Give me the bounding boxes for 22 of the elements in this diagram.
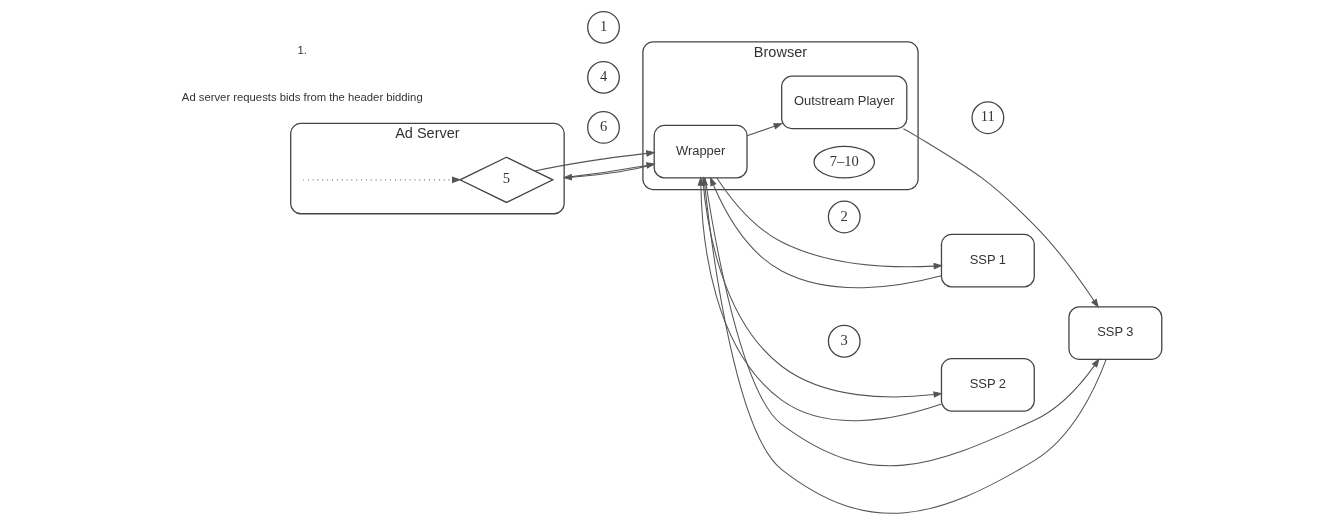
node-circle: 1 xyxy=(586,10,620,44)
label: 1. xyxy=(297,43,307,56)
node-circle: 2 xyxy=(827,200,861,234)
arrow xyxy=(715,177,943,270)
arrow xyxy=(302,176,461,184)
arrow xyxy=(709,176,942,289)
node-ellipse: 7–10 xyxy=(812,145,875,179)
node-diamond: 5 xyxy=(458,156,554,204)
node-circle: 11 xyxy=(970,101,1004,135)
node-box: Wrapper xyxy=(653,124,748,179)
node-circle: 3 xyxy=(827,324,861,358)
node-circle: 4 xyxy=(586,60,620,94)
node-box: SSP 2 xyxy=(940,357,1035,412)
arrow xyxy=(902,128,1099,309)
node-box: SSP 3 xyxy=(1067,306,1162,361)
arrow xyxy=(701,176,1107,514)
node-box: SSP 1 xyxy=(940,233,1035,288)
label: Ad server requests bids from the header bidding xyxy=(181,90,423,103)
arrow xyxy=(704,177,1100,467)
node-circle: 6 xyxy=(586,110,620,144)
node-box: Outstream Player xyxy=(780,75,907,130)
arrow xyxy=(746,123,783,137)
